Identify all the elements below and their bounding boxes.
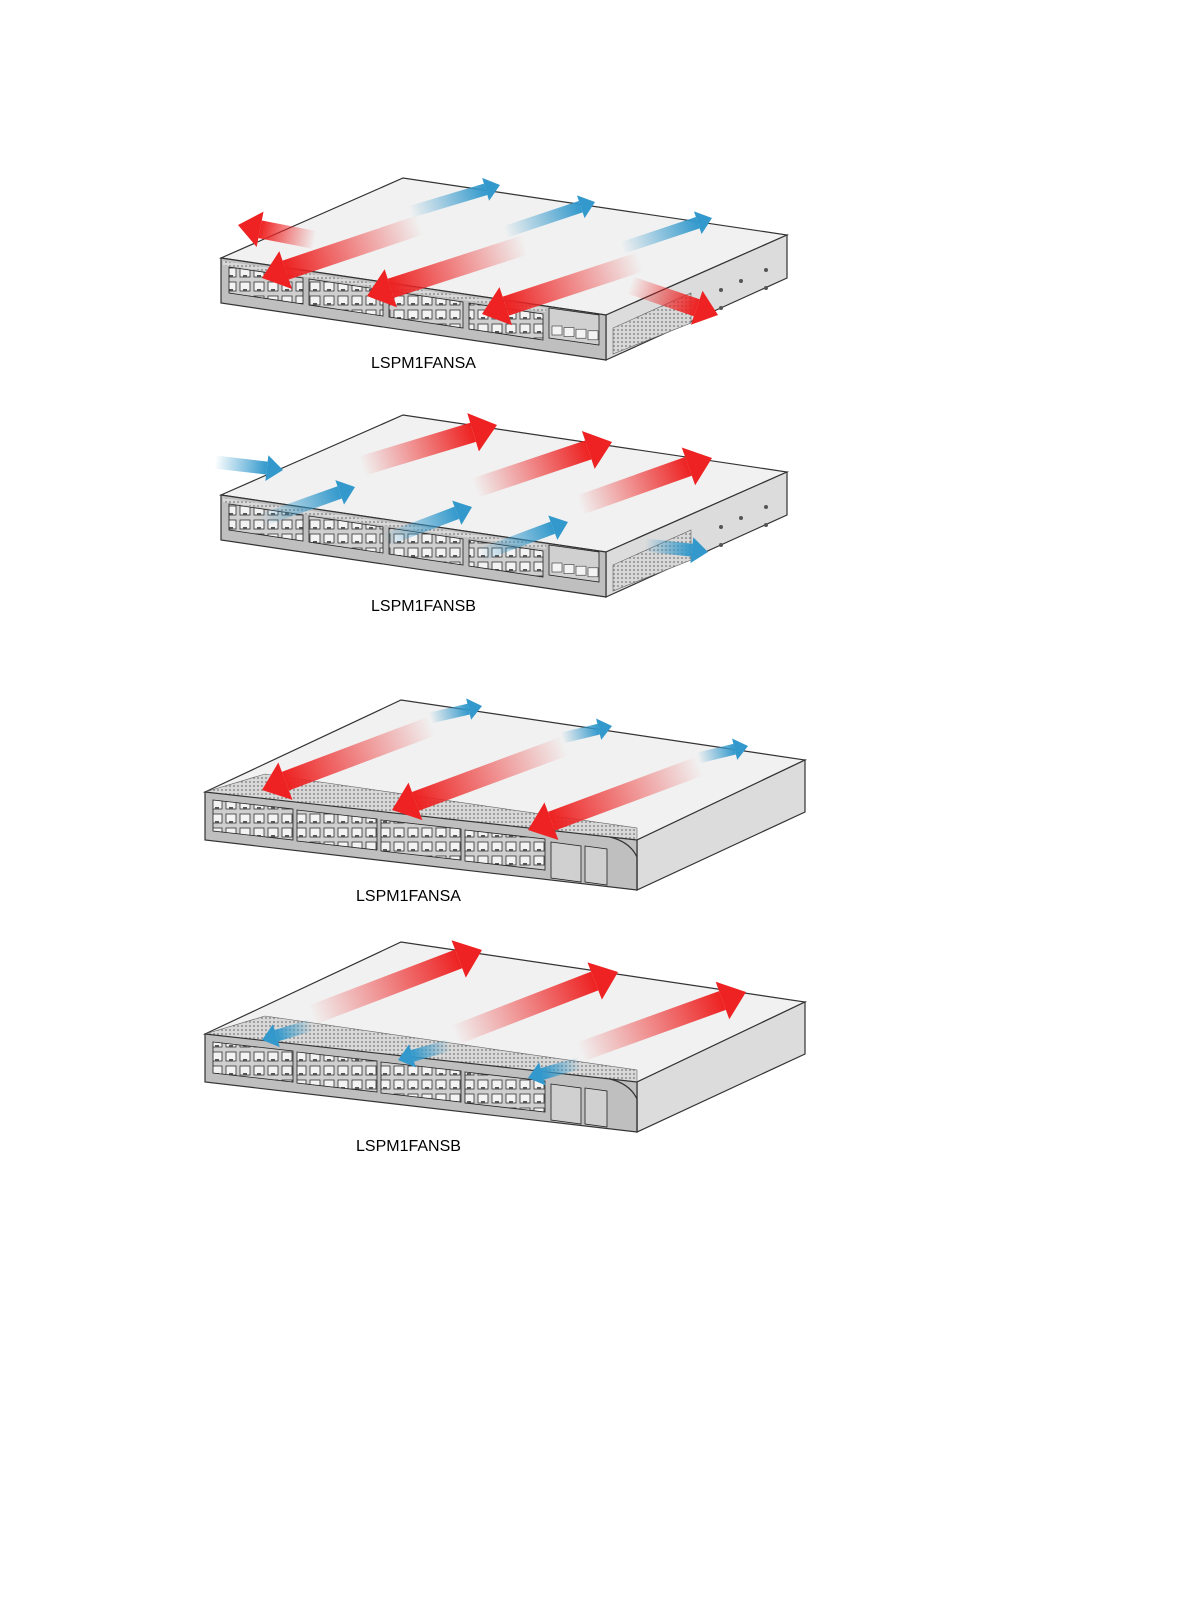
fig3-sfp-block [551, 842, 581, 882]
fig2-sfp-port [564, 565, 574, 574]
fig4-uplink-block [585, 1088, 607, 1127]
fig2-sfp-port [552, 563, 562, 572]
fig4-sfp-block [551, 1084, 581, 1124]
fig1-side-screw [719, 288, 723, 292]
fig1-sfp-port [588, 331, 598, 340]
figure-2-caption: LSPM1FANSB [371, 598, 476, 616]
figure-4-switch-fansb [205, 931, 805, 1132]
figure-3-caption: LSPM1FANSA [356, 888, 461, 906]
fig2-side-screw [764, 505, 768, 509]
fig2-cool-side-left-shaft [214, 456, 267, 475]
fig3-uplink-block [585, 846, 607, 885]
fig2-side-screw [719, 543, 723, 547]
figure-1-switch-fansa [221, 174, 787, 360]
fig2-sfp-port [588, 568, 598, 577]
fig2-side-screw [764, 523, 768, 527]
fig2-side-screw [739, 516, 743, 520]
figure-2-switch-fansb [213, 406, 787, 597]
fig1-sfp-port [552, 326, 562, 335]
figure-3-switch-fansa [205, 695, 805, 890]
fig1-side-screw [739, 279, 743, 283]
fig1-side-screw [764, 268, 768, 272]
fig1-sfp-port [564, 328, 574, 337]
fig2-sfp-port [576, 566, 586, 575]
fig2-side-screw [719, 525, 723, 529]
fig1-side-screw [719, 306, 723, 310]
figure-1-caption: LSPM1FANSA [371, 355, 476, 373]
figure-4-caption: LSPM1FANSB [356, 1138, 461, 1156]
fig1-side-screw [764, 286, 768, 290]
fig1-sfp-port [576, 329, 586, 338]
